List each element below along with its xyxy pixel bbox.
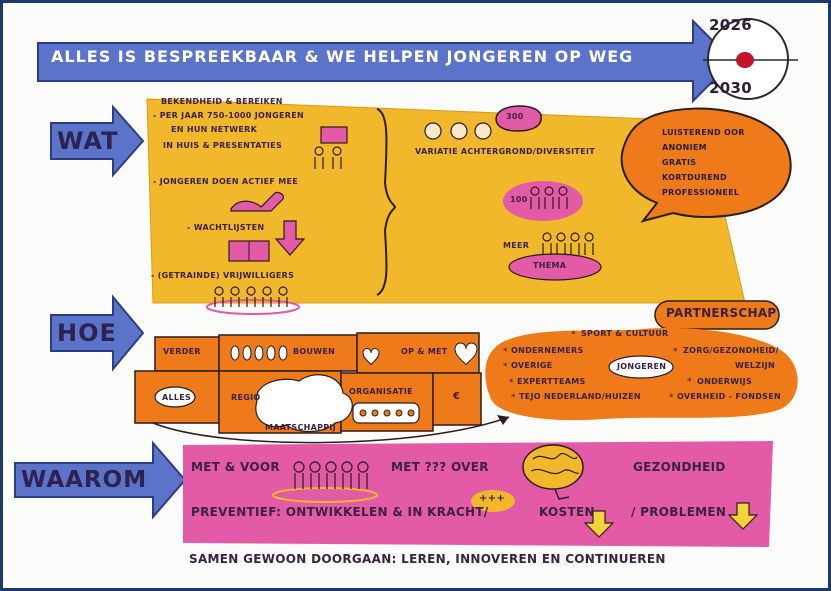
hoe-regio: REGIO	[231, 393, 261, 402]
partner-item: WELZIJN	[735, 361, 775, 370]
people-group-meer-icon	[542, 232, 594, 255]
svg-text:*: *	[511, 393, 516, 403]
people-group-bouwen-icon	[230, 345, 288, 361]
blob-100	[503, 181, 583, 221]
waarom-met-over: MET ??? OVER	[391, 460, 489, 474]
wat-item: - (GETRAINDE) VRIJWILLIGERS	[151, 271, 295, 280]
partnerschap-pill	[654, 300, 780, 330]
book-icon	[228, 240, 270, 262]
waarom-gezondheid: GEZONDHEID	[633, 460, 726, 474]
heart-icon	[362, 348, 380, 366]
waarom-preventief: PREVENTIEF: ONTWIKKELEN & IN KRACHT/	[191, 505, 489, 519]
partner-item: ONDERNEMERS	[511, 346, 584, 355]
blob-thema	[508, 253, 602, 281]
heart-icon-large	[454, 342, 478, 366]
quality-item: KORTDUREND	[662, 173, 727, 182]
box-bouwen	[218, 334, 358, 372]
brain-icon	[522, 444, 584, 500]
infographic-page: **** **** ALLES IS BESPREEKBAAR & WE HEL…	[3, 3, 828, 588]
partner-item: ZORG/GEZONDHEID/	[683, 346, 779, 355]
waarom-plus: +++	[479, 493, 506, 504]
svg-text:*: *	[673, 347, 678, 357]
wat-arrow	[50, 104, 145, 178]
section-hoe-label: HOE	[57, 319, 117, 347]
hoe-alles: ALLES	[162, 393, 192, 402]
quality-item: LUISTEREND OOR	[662, 128, 745, 137]
people-group-organisatie-icon	[359, 409, 415, 417]
people-group-100-icon	[530, 186, 568, 209]
hoe-organisatie: ORGANISATIE	[349, 387, 413, 396]
quality-item: ANONIEM	[662, 143, 707, 152]
top-arrow	[37, 18, 735, 104]
svg-text:*: *	[669, 393, 674, 403]
faces-icon	[424, 122, 492, 140]
partnerschap-label: PARTNERSCHAP	[666, 306, 777, 320]
box-euro	[432, 372, 482, 426]
wat-item: EN HUN NETWERK	[171, 125, 258, 134]
hand-icon	[230, 191, 284, 212]
year-end: 2030	[709, 79, 752, 97]
hoe-arrow	[50, 294, 145, 372]
partner-center: JONGEREN	[617, 362, 667, 371]
footer-text: SAMEN GEWOON DOORGAAN: LEREN, INNOVEREN …	[189, 552, 666, 566]
qualities-list: LUISTEREND OOR ANONIEM GRATIS KORTDUREND…	[662, 125, 745, 200]
section-wat-label: WAT	[57, 127, 119, 155]
wat-item: - PER JAAR 750-1000 JONGEREN	[153, 111, 304, 120]
svg-text:*: *	[687, 377, 692, 387]
waarom-problemen: / PROBLEMEN	[631, 505, 727, 519]
partner-item: ONDERWIJS	[697, 377, 753, 386]
svg-text:*: *	[503, 362, 508, 372]
thema-label: THEMA	[533, 261, 567, 270]
meer-label: MEER	[503, 241, 530, 250]
badge-100: 100	[510, 195, 528, 204]
partner-item: EXPERTTEAMS	[517, 377, 586, 386]
main-heading: ALLES IS BESPREEKBAAR & WE HELPEN JONGER…	[51, 47, 634, 66]
hoe-maatschappij: MAATSCHAPPIJ	[265, 423, 336, 432]
partner-item: OVERHEID - FONDSEN	[677, 392, 781, 401]
waarom-arrow	[14, 440, 187, 520]
down-arrow-kosten-icon	[583, 510, 615, 538]
waarom-met-voor: MET & VOOR	[191, 460, 280, 474]
svg-text:*: *	[503, 347, 508, 357]
variatie-label: VARIATIE ACHTERGROND/DIVERSITEIT	[415, 147, 595, 156]
presentation-icon	[314, 126, 348, 169]
people-group-volunteers-icon	[214, 286, 288, 307]
hoe-op-met: OP & MET	[401, 347, 448, 356]
section-waarom-label: WAAROM	[21, 467, 148, 493]
down-arrow-wachtlijsten-icon	[274, 220, 306, 256]
people-group-waarom-icon	[293, 461, 369, 489]
hoe-bouwen: BOUWEN	[293, 347, 336, 356]
timeline-marker	[736, 52, 754, 68]
speech-bubble	[620, 107, 792, 223]
partner-item: TEJO NEDERLAND/HUIZEN	[519, 392, 641, 401]
partner-item: SPORT & CULTUUR	[581, 329, 669, 338]
quality-item: GRATIS	[662, 158, 697, 167]
quality-item: PROFESSIONEEL	[662, 188, 740, 197]
background-shapes: **** ****	[14, 18, 798, 547]
year-start: 2026	[709, 16, 752, 34]
wat-item: - WACHTLIJSTEN	[187, 223, 265, 232]
hoe-euro: €	[453, 391, 461, 402]
hoe-verder: VERDER	[163, 347, 201, 356]
wat-item: BEKENDHEID & BEREIKEN	[161, 97, 283, 106]
down-arrow-problemen-icon	[727, 502, 759, 530]
waarom-kosten: KOSTEN	[539, 505, 595, 519]
badge-300: 300	[506, 112, 524, 121]
svg-text:*: *	[509, 378, 514, 388]
maatschappij-cloud	[255, 374, 353, 433]
bubble-300	[495, 105, 542, 132]
partner-item: OVERIGE	[511, 361, 553, 370]
wat-item: IN HUIS & PRESENTATIES	[163, 141, 283, 150]
svg-text:*: *	[571, 330, 576, 340]
wat-item: - JONGEREN DOEN ACTIEF MEE	[153, 177, 299, 186]
